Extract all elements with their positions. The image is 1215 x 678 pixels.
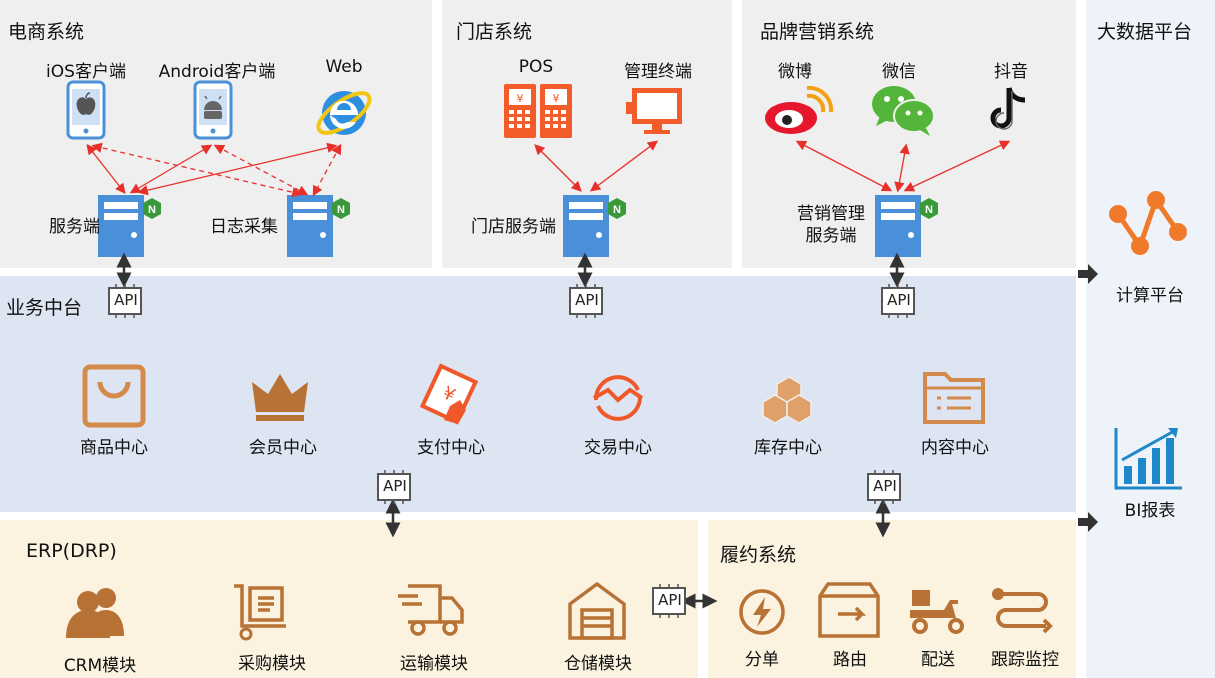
api-chip-text: API <box>658 591 682 609</box>
management-terminal-label: 管理终端 <box>624 62 692 82</box>
svg-text:¥: ¥ <box>517 92 524 105</box>
log-collector-server-icon: N <box>287 195 350 257</box>
monitor-terminal-icon <box>626 88 682 134</box>
module-label-dispatch: 分单 <box>745 650 779 670</box>
procurement-icon <box>234 584 286 641</box>
wechat-label: 微信 <box>882 62 916 82</box>
log-collector-label: 日志采集 <box>210 217 278 237</box>
svg-text:N: N <box>148 204 156 216</box>
content-folder-icon <box>923 372 985 424</box>
payment-card-icon: ¥ <box>419 363 479 425</box>
api-chip-text: API <box>114 291 138 309</box>
inventory-boxes-icon <box>762 376 812 424</box>
api-chip-erp: API <box>376 470 411 504</box>
marketing-server-icon: N <box>875 195 938 257</box>
api-chip-text: API <box>873 477 897 495</box>
store-connections <box>534 140 659 192</box>
api-chip-store: API <box>568 284 603 318</box>
svg-text:N: N <box>337 204 345 216</box>
fulfillment-title: 履约系统 <box>720 544 797 566</box>
douyin-icon <box>990 87 1026 130</box>
api-chip-text: API <box>575 291 599 309</box>
ios-phone-icon <box>66 80 106 140</box>
android-phone-icon <box>193 80 233 140</box>
brand-connections <box>795 140 1011 193</box>
svg-text:N: N <box>925 204 933 216</box>
ios-client-label: iOS客户端 <box>46 62 126 82</box>
compute-graph-icon <box>1109 191 1187 255</box>
store-server-label: 门店服务端 <box>471 217 556 237</box>
module-label-warehouse: 仓储模块 <box>564 654 632 674</box>
bigdata-panel <box>1086 0 1215 678</box>
api-chip-text: API <box>383 477 407 495</box>
web-client-label: Web <box>325 57 363 77</box>
douyin-label: 抖音 <box>994 62 1028 82</box>
shopping-bag-icon <box>82 364 146 428</box>
api-chip-warehouse: API <box>651 584 686 618</box>
api-chip-brand: API <box>880 284 915 318</box>
center-label-inventory: 库存中心 <box>754 438 822 458</box>
bigdata-title: 大数据平台 <box>1097 21 1193 43</box>
crm-people-icon <box>66 588 124 638</box>
middle-platform-title: 业务中台 <box>6 297 83 319</box>
center-label-product: 商品中心 <box>80 438 148 458</box>
web-browser-icon <box>316 91 372 135</box>
module-label-procurement: 采购模块 <box>238 654 306 674</box>
center-label-member: 会员中心 <box>249 438 317 458</box>
center-label-content: 内容中心 <box>921 438 989 458</box>
dispatch-bolt-icon <box>739 589 785 635</box>
ecommerce-connections <box>86 142 342 198</box>
routing-box-icon <box>818 582 880 638</box>
module-label-crm: CRM模块 <box>63 656 137 676</box>
warehouse-icon <box>568 581 626 640</box>
right-arrow-lower-icon <box>1078 512 1098 532</box>
module-label-transport: 运输模块 <box>400 654 468 674</box>
svg-text:N: N <box>613 204 621 216</box>
marketing-server-label: 营销管理 服务端 <box>797 204 865 246</box>
module-label-delivery: 配送 <box>921 650 955 670</box>
pos-machine-icon: ¥ ¥ <box>504 84 572 138</box>
exchange-icon <box>593 375 644 421</box>
middle-platform-panel <box>0 276 1076 512</box>
compute-platform-label: 计算平台 <box>1116 286 1184 306</box>
bi-report-label: BI报表 <box>1124 501 1176 521</box>
store-title: 门店系统 <box>456 21 533 43</box>
api-chip-ecommerce: API <box>107 284 142 318</box>
ecommerce-server-label: 服务端 <box>49 217 100 237</box>
wechat-icon <box>872 86 935 136</box>
module-label-tracking: 跟踪监控 <box>991 650 1059 670</box>
delivery-scooter-icon <box>910 590 964 634</box>
erp-title: ERP(DRP) <box>26 540 117 562</box>
ecommerce-title: 电商系统 <box>8 21 85 43</box>
svg-text:¥: ¥ <box>553 92 560 105</box>
weibo-label: 微博 <box>778 62 812 82</box>
truck-icon <box>398 584 464 636</box>
brand-title: 品牌营销系统 <box>760 21 875 43</box>
pos-label: POS <box>518 57 554 77</box>
api-link-arrows <box>116 252 905 609</box>
android-client-label: Android客户端 <box>158 62 276 82</box>
erp-panel <box>0 520 698 678</box>
api-chip-fulfillment: API <box>866 470 901 504</box>
center-label-trade: 交易中心 <box>584 438 652 458</box>
ecommerce-server-icon: N <box>98 195 161 257</box>
bi-bar-chart-icon <box>1114 428 1182 490</box>
right-arrow-upper-icon <box>1078 264 1098 284</box>
weibo-icon <box>765 85 834 134</box>
fulfillment-panel <box>708 520 1076 678</box>
module-label-routing: 路由 <box>833 650 867 670</box>
store-server-icon: N <box>563 195 626 257</box>
api-chip-text: API <box>887 291 911 309</box>
center-label-payment: 支付中心 <box>417 438 485 458</box>
tracking-monitor-icon <box>992 588 1053 634</box>
crown-icon <box>252 374 308 421</box>
